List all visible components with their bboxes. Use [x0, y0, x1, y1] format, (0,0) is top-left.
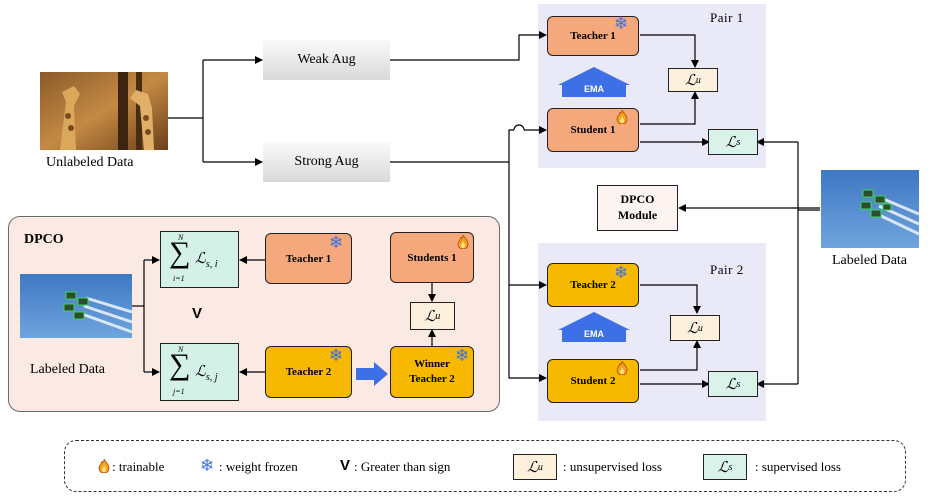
- dpco-jets-photo: [20, 274, 132, 338]
- dpco-panel-title: DPCO: [24, 232, 64, 247]
- pair1-ema-label: EMA: [584, 84, 605, 94]
- weak-aug-box: Weak Aug: [263, 40, 390, 80]
- legend-trainable: : trainable: [112, 459, 165, 474]
- snowflake-icon: ❄: [329, 233, 344, 253]
- legend-greater-symbol: V: [340, 457, 351, 474]
- flame-icon: [616, 361, 628, 375]
- sum-loss-j-term: ℒs, j: [195, 364, 218, 383]
- sum-lower: j=1: [173, 387, 185, 396]
- dpco-teacher1-box: Teacher 1: [265, 233, 352, 284]
- labeled-data-label: Labeled Data: [832, 253, 908, 268]
- pair1-teacher-label: Teacher 1: [570, 30, 616, 42]
- flame-icon: [457, 235, 469, 249]
- pair2-ema-label: EMA: [584, 329, 605, 339]
- snowflake-icon: ❄: [614, 263, 629, 283]
- pair2-student-label: Student 2: [570, 375, 616, 387]
- pair2-label: Pair 2: [710, 262, 744, 277]
- pair2-teacher-box: Teacher 2: [547, 263, 639, 307]
- snowflake-icon: ❄: [614, 14, 629, 34]
- legend-frozen: : weight frozen: [219, 459, 298, 474]
- sum-loss-i-term: ℒs, i: [195, 251, 218, 270]
- legend-unsupervised: : unsupervised loss: [563, 459, 662, 474]
- ema-arrow: EMA: [558, 312, 630, 342]
- pair1-teacher-box: Teacher 1: [547, 16, 639, 56]
- pair1-label: Pair 1: [710, 10, 744, 25]
- snowflake-icon: ❄: [200, 456, 215, 476]
- flame-icon: [616, 110, 628, 124]
- dpco-teacher2-box: Teacher 2: [265, 346, 352, 398]
- strong-aug-box: Strong Aug: [263, 142, 390, 182]
- sum-loss-j-box: N ∑ j=1 ℒs, j: [160, 343, 239, 401]
- unlabeled-data-label: Unlabeled Data: [46, 155, 134, 170]
- winner-arrow: [356, 362, 388, 386]
- legend-supervised: : supervised loss: [755, 459, 841, 474]
- greater-than-sign: V: [192, 305, 203, 322]
- sum-upper: N: [178, 233, 184, 242]
- sum-upper: N: [178, 345, 184, 354]
- flame-icon: [98, 459, 110, 473]
- snowflake-icon: ❄: [329, 346, 344, 366]
- pair2-teacher-label: Teacher 2: [570, 279, 616, 291]
- snowflake-icon: ❄: [455, 346, 470, 366]
- legend: [64, 440, 906, 492]
- pair1-student-label: Student 1: [570, 124, 616, 136]
- giraffe-photo: [40, 72, 168, 150]
- dpco-students1-label: Students 1: [407, 251, 457, 264]
- ema-arrow: EMA: [558, 67, 630, 97]
- sum-lower: i=1: [173, 274, 185, 283]
- sigma-icon: ∑: [169, 236, 191, 269]
- dpco-teacher2-label: Teacher 2: [285, 366, 332, 378]
- dpco-labeled-data-label: Labeled Data: [30, 362, 106, 377]
- jets-photo: [821, 170, 919, 248]
- legend-greater-text: : Greater than sign: [354, 459, 451, 474]
- dpco-teacher1-label: Teacher 1: [285, 252, 332, 265]
- sum-loss-i-box: N ∑ i=1 ℒs, i: [160, 231, 239, 288]
- sigma-icon: ∑: [169, 348, 191, 381]
